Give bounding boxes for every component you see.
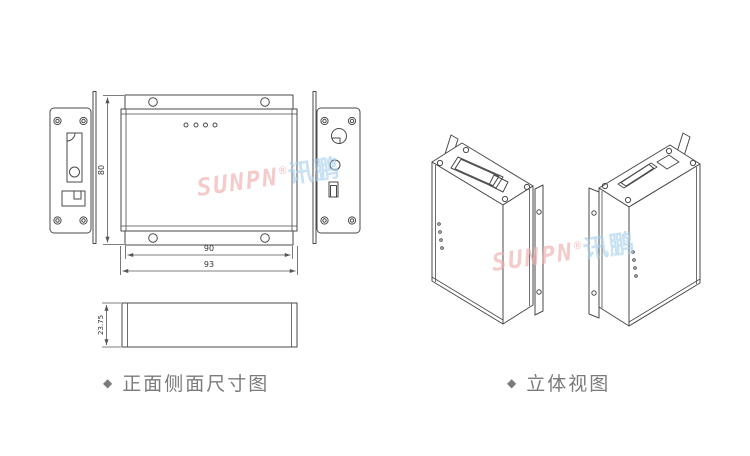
diamond-bullet-icon: ◆	[507, 375, 517, 390]
front-body	[120, 108, 298, 232]
right-side-view	[312, 91, 361, 244]
slot-corner-arc	[66, 132, 76, 142]
round-hole	[329, 159, 341, 171]
bottom-outline	[121, 302, 298, 348]
caption-perspective-text: 立体视图	[526, 374, 611, 395]
front-face	[628, 163, 701, 327]
corner-screws	[320, 116, 357, 225]
bracket-hole	[591, 210, 597, 216]
dimension-height-80: 80	[97, 95, 124, 245]
dim-label-outer-width: 93	[204, 260, 214, 269]
screw-hole	[260, 233, 270, 243]
top-square-hole	[656, 154, 680, 170]
bracket-edge	[92, 91, 97, 244]
bracket-hole	[536, 289, 542, 295]
slot-hole	[69, 166, 80, 178]
iso-view-right	[588, 132, 701, 327]
front-view	[120, 94, 298, 246]
diamond-bullet-icon: ◆	[103, 375, 113, 390]
caption-front-side: ◆ 正面侧面尺寸图	[103, 369, 269, 396]
bracket-plate	[534, 184, 544, 316]
bracket-edge	[312, 91, 317, 244]
caption-perspective: ◆ 立体视图	[507, 369, 610, 396]
top-square-hole	[488, 174, 509, 193]
dimension-depth-23-75: 23.75	[97, 302, 121, 348]
port-notch	[73, 190, 82, 200]
top-slot-inner	[454, 158, 500, 187]
bracket-hole	[536, 209, 542, 215]
corner-screws	[53, 116, 88, 225]
dim-label-inner-width: 90	[204, 244, 214, 253]
dim-label-height: 80	[97, 165, 106, 175]
side-panel	[316, 107, 361, 234]
top-corner-screws	[601, 147, 697, 204]
caption-front-side-text: 正面侧面尺寸图	[122, 374, 270, 395]
side-face	[598, 187, 630, 327]
screw-hole	[148, 97, 158, 107]
screw-hole	[260, 97, 270, 107]
bottom-view	[121, 302, 298, 348]
jack-hole	[331, 128, 347, 144]
jack-notch	[331, 137, 341, 144]
dimension-width-93: 93	[120, 246, 298, 275]
bracket-hole	[591, 290, 597, 296]
left-side-view	[49, 91, 97, 244]
top-corner-screws	[436, 146, 531, 203]
led-indicators	[183, 122, 218, 128]
screw-hole	[148, 233, 158, 243]
dim-label-depth: 23.75	[97, 315, 105, 335]
iso-view-left	[431, 134, 544, 325]
dimension-width-90: 90	[125, 244, 293, 259]
side-panel	[49, 107, 92, 234]
led-indicators	[631, 250, 638, 278]
top-slot-inner	[620, 163, 655, 187]
bracket-plate	[588, 187, 600, 319]
side-face	[502, 185, 534, 325]
front-face	[431, 161, 504, 325]
led-indicators	[437, 222, 444, 250]
switch-inner	[330, 185, 337, 198]
